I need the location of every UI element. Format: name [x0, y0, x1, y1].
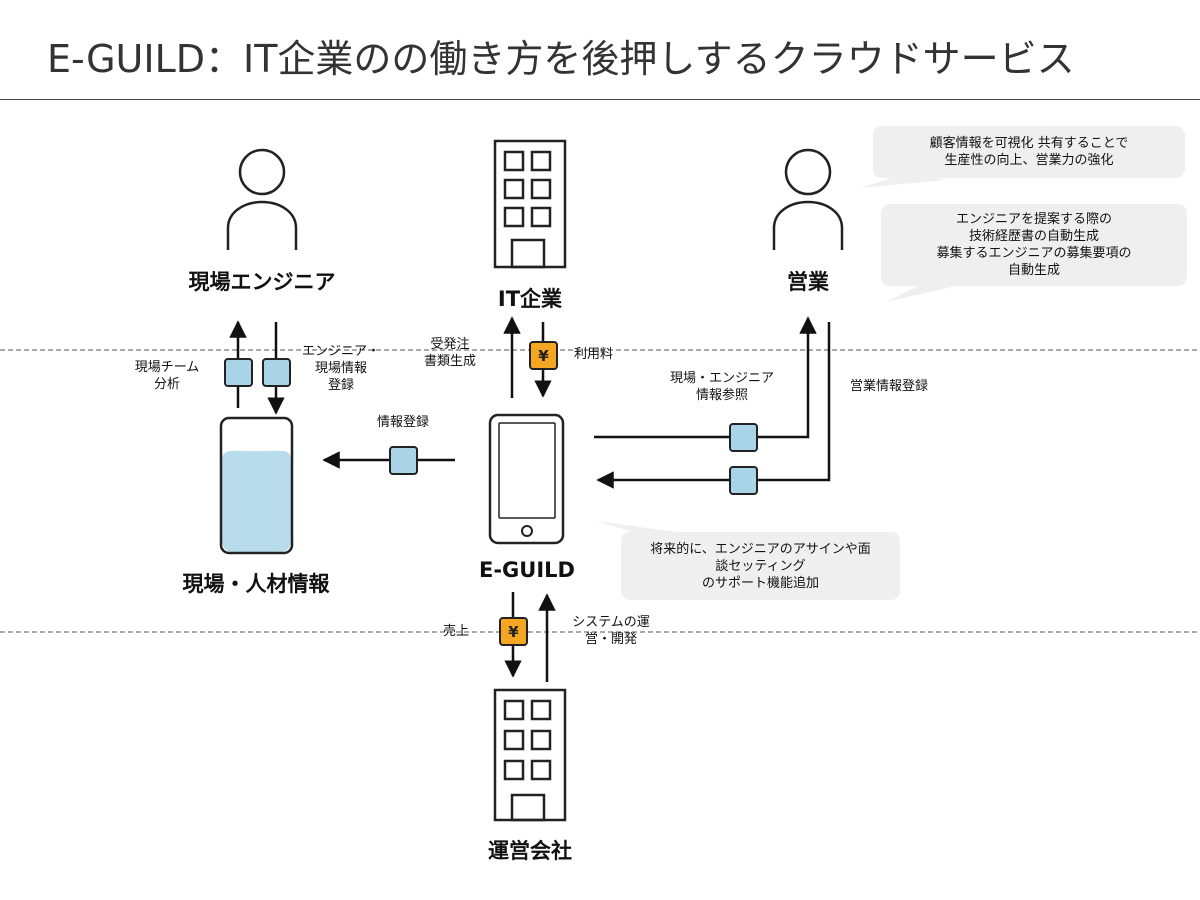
label-order-docs-line2: 書類生成 [423, 354, 476, 369]
bubble-tail-future [596, 521, 690, 534]
label-order-docs: 受発注 書類生成 [410, 336, 490, 370]
label-sales: 営業 [787, 270, 829, 294]
label-engineer: 現場エンジニア [188, 270, 336, 294]
bubble-sales-visualize: 顧客情報を可視化 共有することで 生産性の向上、営業力の強化 [873, 126, 1185, 178]
data-box-engineer-register [262, 358, 291, 387]
yen-symbol-usage-fee: ¥ [538, 347, 549, 365]
operator-building-icon [493, 688, 567, 822]
label-site-engineer-ref-line1: 現場・エンジニア [669, 371, 774, 386]
engineer-person-icon [226, 148, 298, 250]
label-order-docs-line1: 受発注 [430, 337, 470, 352]
label-sales-register: 営業情報登録 [850, 379, 929, 394]
data-box-info-register [389, 446, 418, 475]
sales-person-icon [772, 148, 844, 250]
bubble-future-line3: のサポート機能追加 [701, 575, 819, 591]
data-box-site-engineer-ref [729, 423, 758, 452]
label-database: 現場・人材情報 [182, 572, 330, 596]
yen-symbol-revenue: ¥ [508, 623, 519, 641]
label-it-company: IT企業 [497, 287, 563, 311]
arrow-site-engineer-ref [594, 316, 817, 439]
label-info-register: 情報登録 [376, 415, 429, 430]
bubble-future: 将来的に、エンジニアのアサインや面 談セッティング のサポート機能追加 [621, 532, 900, 600]
label-site-engineer-ref: 現場・エンジニア 情報参照 [652, 370, 792, 404]
label-usage-fee: 利用料 [574, 347, 614, 362]
label-team-analysis: 現場チーム 分析 [122, 359, 212, 393]
bubble-future-line2: 談セッティング [715, 558, 806, 574]
bubble-sales-visualize-line2: 生産性の向上、営業力の強化 [944, 153, 1114, 168]
label-system-ops: システムの運 営・開発 [556, 614, 666, 648]
bubble-sales-autogen-line1: エンジニアを提案する際の [955, 212, 1112, 227]
label-eguild: E-GUILD [479, 558, 575, 582]
bubble-sales-autogen-line4: 自動生成 [1007, 263, 1060, 278]
label-engineer-register-line3: 登録 [327, 378, 354, 393]
bubble-sales-visualize-line1: 顧客情報を可視化 共有することで [929, 136, 1129, 151]
page-title: E-GUILD：IT企業のの働き方を後押しするクラウドサービス [47, 37, 1075, 81]
title-divider [0, 99, 1200, 100]
bubble-sales-autogen-line3: 募集するエンジニアの募集要項の [936, 246, 1132, 261]
bubble-sales-autogen-line2: 技術経歴書の自動生成 [968, 229, 1099, 244]
label-operator: 運営会社 [488, 839, 572, 863]
label-revenue: 売上 [442, 624, 469, 639]
label-engineer-register-line2: 現場情報 [314, 361, 367, 376]
label-team-analysis-line1: 現場チーム [134, 360, 200, 375]
label-site-engineer-ref-line2: 情報参照 [695, 388, 748, 403]
bubble-tail-sales-autogen [886, 285, 960, 302]
it-company-building-icon [493, 139, 567, 269]
bubble-future-line1: 将来的に、エンジニアのアサインや面 [650, 541, 871, 557]
label-system-ops-line1: システムの運 [572, 615, 650, 630]
smartphone-icon [488, 413, 565, 545]
yen-box-revenue: ¥ [499, 617, 528, 646]
data-box-team-analysis [224, 358, 253, 387]
data-box-sales-register [729, 466, 758, 495]
arrow-sales-register [596, 322, 831, 489]
label-system-ops-line2: 営・開発 [584, 632, 637, 647]
label-engineer-register-line1: エンジニア・ [301, 344, 380, 359]
label-engineer-register: エンジニア・ 現場情報 登録 [296, 343, 386, 394]
database-icon [219, 416, 294, 555]
label-team-analysis-line2: 分析 [153, 377, 180, 392]
bubble-sales-autogen: エンジニアを提案する際の 技術経歴書の自動生成 募集するエンジニアの募集要項の … [881, 204, 1187, 286]
yen-box-usage-fee: ¥ [529, 341, 558, 370]
